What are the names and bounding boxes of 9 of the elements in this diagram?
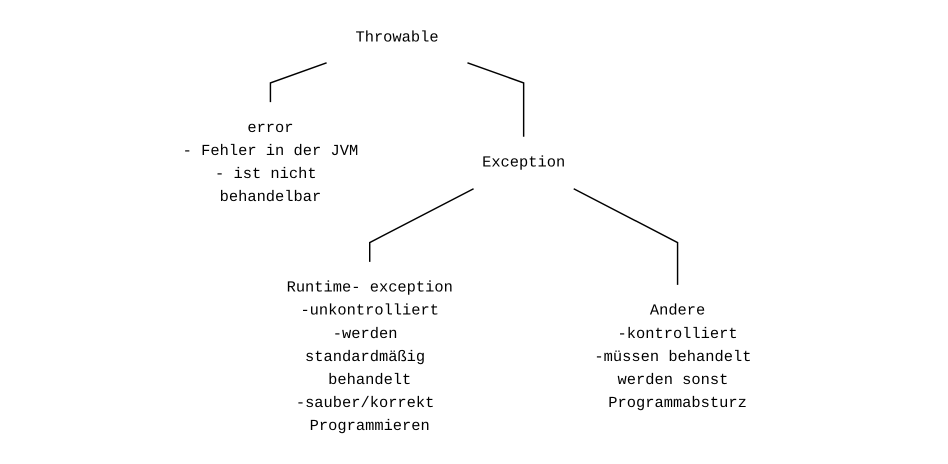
node-text: Exception [482,154,566,172]
connector [270,62,327,102]
connector [467,62,524,137]
connector [369,188,474,262]
node-text: Throwable [355,29,439,46]
node-text: error - Fehler in der JVM - ist nicht behandelbar [182,119,358,206]
node-text: Runtime- exception -unkontrolliert -werden standardmäßig behandelt -sauber/korrekt Programmieren [286,279,453,435]
connector [573,188,678,285]
node-text: Andere -kontrolliert -müssen behandelt werden sonst Programmabsturz [594,302,752,412]
